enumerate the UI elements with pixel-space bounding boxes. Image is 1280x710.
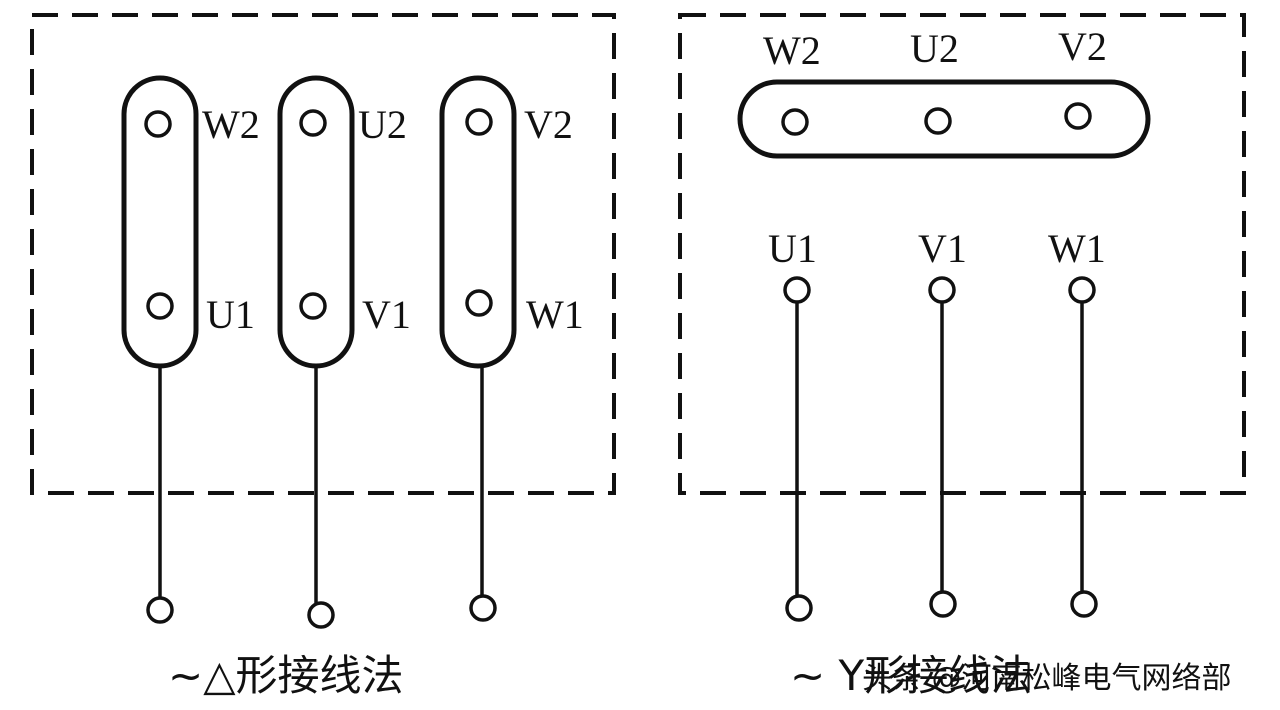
delta-terminal-w1 [465, 289, 493, 317]
watermark: 头条 @河南松峰电气网络部 [862, 661, 1232, 696]
star-label-u2: U2 [910, 26, 959, 71]
star-terminal-w1 [1068, 276, 1096, 304]
delta-panel: W2 U2 V2 U1 V1 W1 ~△形接线法 [30, 13, 616, 700]
star-terminal-w2 [781, 108, 809, 136]
star-label-u1: U1 [768, 226, 817, 271]
star-terminal-v2 [1064, 102, 1092, 130]
star-terminal-u1 [783, 276, 811, 304]
star-label-w1: W1 [1048, 226, 1106, 271]
delta-supply-terminal-2 [307, 601, 335, 629]
delta-label-u2: U2 [358, 102, 407, 147]
delta-link-3 [439, 75, 517, 369]
delta-terminal-u2 [299, 109, 327, 137]
delta-terminal-w2 [144, 110, 172, 138]
star-caption: ~ Y形接线法 [790, 651, 1032, 700]
delta-terminal-v2 [465, 108, 493, 136]
star-terminal-u2 [924, 107, 952, 135]
star-supply-terminal-3 [1070, 590, 1098, 618]
delta-label-w1: W1 [526, 292, 584, 337]
delta-supply-terminal-1 [146, 596, 174, 624]
star-junction-box [678, 13, 1246, 495]
delta-terminal-v1 [299, 292, 327, 320]
delta-junction-box [30, 13, 616, 495]
delta-caption: ~△形接线法 [168, 651, 404, 700]
delta-label-v1: V1 [362, 292, 411, 337]
star-supply-terminal-2 [929, 590, 957, 618]
star-label-v2: V2 [1058, 24, 1107, 69]
star-terminal-v1 [928, 276, 956, 304]
star-supply-terminal-1 [785, 594, 813, 622]
star-label-v1: V1 [918, 226, 967, 271]
delta-supply-terminal-3 [469, 594, 497, 622]
star-label-w2: W2 [763, 28, 821, 73]
delta-label-u1: U1 [206, 292, 255, 337]
delta-label-w2: W2 [202, 102, 260, 147]
delta-label-v2: V2 [524, 102, 573, 147]
star-panel: W2 U2 V2 U1 V1 W1 ~ Y形接线法 [678, 13, 1246, 700]
delta-terminal-u1 [146, 292, 174, 320]
